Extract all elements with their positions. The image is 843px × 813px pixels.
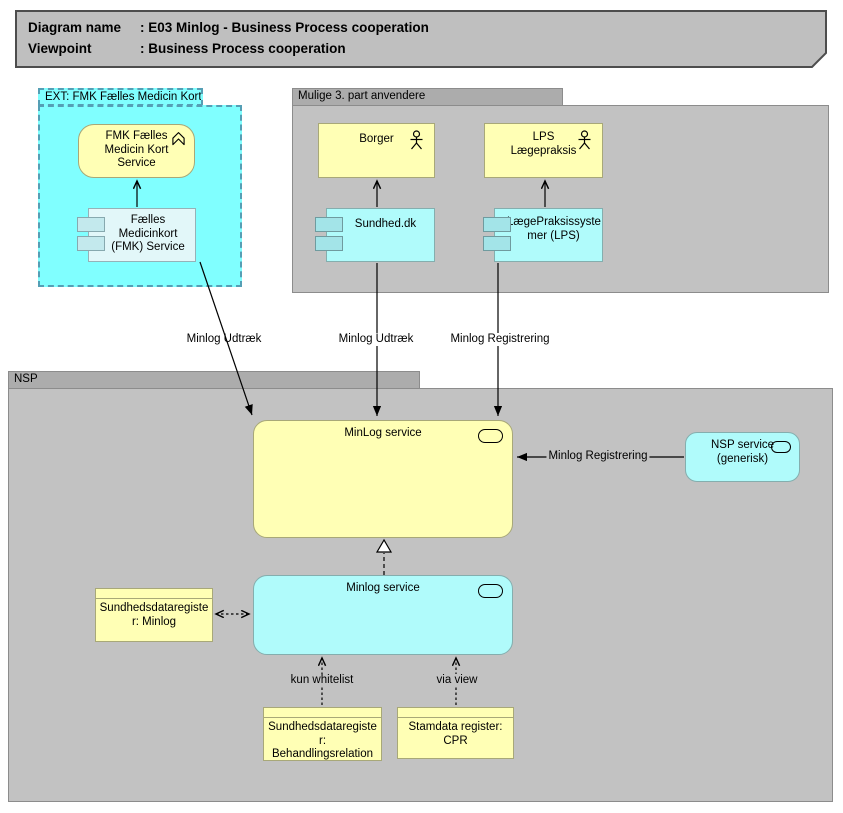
process-chevron-icon xyxy=(172,132,185,146)
node-label: Sundhed.dk xyxy=(354,218,417,230)
diagram-name-value: : E03 Minlog - Business Process cooperat… xyxy=(140,20,429,35)
component-tab-icon xyxy=(315,217,343,232)
actor-icon xyxy=(578,130,591,150)
node-label: Minlog service xyxy=(346,582,420,594)
node-label: Sundhedsdataregiste r: Minlog xyxy=(99,602,209,628)
title-block-shape xyxy=(15,10,827,68)
node-lps-laegepraksis-actor: LPS Lægepraksis xyxy=(484,123,603,178)
component-tab-icon xyxy=(77,217,105,232)
node-nsp-service-generisk: NSP service (generisk) xyxy=(685,432,800,482)
node-laegepraksissystemer-component: LægePraksissyste mer (LPS) xyxy=(483,208,603,262)
component-tab-icon xyxy=(483,236,511,251)
node-faelles-medicinkort-fmk-service: Fælles Medicinkort (FMK) Service xyxy=(77,208,196,262)
node-label: Borger xyxy=(359,133,394,145)
diagram-name-label: Diagram name xyxy=(28,20,122,35)
component-tab-icon xyxy=(315,236,343,251)
edge-label-kun-whitelist: kun whitelist xyxy=(288,674,356,687)
node-label: Stamdata register: CPR xyxy=(408,721,503,747)
node-label: FMK Fælles Medicin Kort Service xyxy=(104,130,169,169)
group-ext-fmk-tab: EXT: FMK Fælles Medicin Kort xyxy=(38,88,203,106)
edge-label-minlog-registrering-nsp: Minlog Registrering xyxy=(546,450,650,463)
node-sundhed-dk-component: Sundhed.dk xyxy=(315,208,435,262)
node-label: NSP service (generisk) xyxy=(710,439,775,465)
group-nsp-tab: NSP xyxy=(8,371,420,389)
edge-label-minlog-udtraek-sundhed: Minlog Udtræk xyxy=(336,333,416,346)
node-borger-actor: Borger xyxy=(318,123,435,178)
node-label: LægePraksissyste mer (LPS) xyxy=(507,216,601,242)
node-minlog-service-inner: Minlog service xyxy=(253,575,513,655)
title-block: Diagram name : E03 Minlog - Business Pro… xyxy=(15,10,828,68)
node-fmk-faelles-medicin-kort-service: FMK Fælles Medicin Kort Service xyxy=(78,124,195,178)
title-row-diagram-name: Diagram name : E03 Minlog - Business Pro… xyxy=(28,17,429,38)
viewpoint-label: Viewpoint xyxy=(28,41,92,56)
component-tab-icon xyxy=(77,236,105,251)
node-label: MinLog service xyxy=(344,427,422,439)
edge-label-minlog-udtraek-fmk: Minlog Udtræk xyxy=(186,333,262,345)
actor-icon xyxy=(410,130,423,150)
title-text: Diagram name : E03 Minlog - Business Pro… xyxy=(28,17,429,59)
service-pill-icon xyxy=(771,441,791,453)
edge-label-minlog-registrering-lps: Minlog Registrering xyxy=(448,333,552,346)
data-object-band xyxy=(264,708,381,718)
edge-label-via-view: via view xyxy=(434,674,480,687)
title-row-viewpoint: Viewpoint : Business Process cooperation xyxy=(28,38,429,59)
node-label: Fælles Medicinkort (FMK) Service xyxy=(111,214,185,253)
data-object-band xyxy=(398,708,513,718)
node-label: LPS Lægepraksis xyxy=(510,131,577,157)
data-object-band xyxy=(96,589,212,599)
node-sundhedsdataregister-minlog: Sundhedsdataregiste r: Minlog xyxy=(95,588,213,642)
node-sundhedsdataregister-behandlingsrelation: Sundhedsdataregiste r: Behandlingsrelati… xyxy=(263,707,382,761)
node-stamdata-register-cpr: Stamdata register: CPR xyxy=(397,707,514,759)
component-tab-icon xyxy=(483,217,511,232)
node-label: Sundhedsdataregiste r: Behandlingsrelati… xyxy=(268,721,377,760)
service-pill-icon xyxy=(478,584,503,598)
node-minlog-service-main: MinLog service xyxy=(253,420,513,538)
service-pill-icon xyxy=(478,429,503,443)
viewpoint-value: : Business Process cooperation xyxy=(140,41,346,56)
group-third-party-tab: Mulige 3. part anvendere xyxy=(292,88,563,106)
